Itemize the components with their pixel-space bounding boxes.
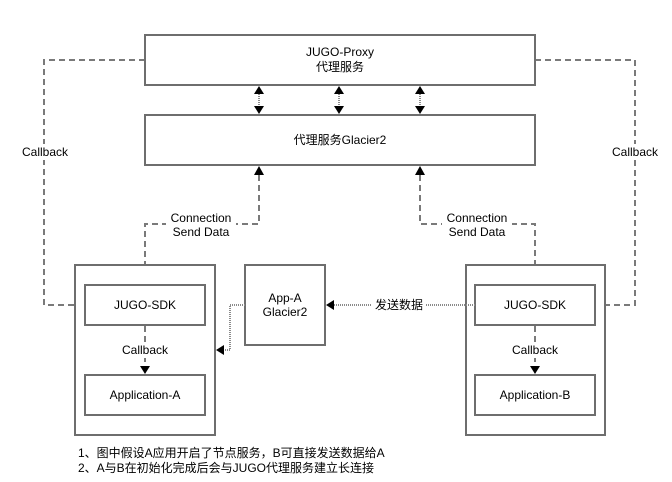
send-data-right-label: Send Data bbox=[449, 225, 506, 239]
arrowhead bbox=[140, 366, 150, 374]
arrowhead bbox=[216, 345, 224, 355]
notes: 1、图中假设A应用开启了节点服务，B可直接发送数据给A 2、A与B在初始化完成后… bbox=[78, 446, 385, 476]
glacier2-proxy-label: 代理服务Glacier2 bbox=[294, 132, 387, 147]
bidirectional-link-3 bbox=[415, 86, 425, 114]
callback-inner-a-label: Callback bbox=[122, 343, 169, 357]
app-b-label: Application-B bbox=[500, 388, 571, 402]
app-a-glacier2-subtitle: Glacier2 bbox=[263, 305, 308, 319]
connection-right-label: Connection bbox=[447, 211, 508, 225]
arrowhead bbox=[415, 166, 425, 175]
callback-inner-b-label: Callback bbox=[512, 343, 559, 357]
glacier2-proxy-box bbox=[144, 114, 536, 166]
sdk-b-label: JUGO-SDK bbox=[504, 298, 566, 312]
glacier2-to-client-a-edge bbox=[224, 304, 245, 351]
callback-left-label: Callback bbox=[22, 145, 69, 159]
jugo-proxy-subtitle: 代理服务 bbox=[316, 59, 364, 74]
note-2: 2、A与B在初始化完成后会与JUGO代理服务建立长连接 bbox=[78, 461, 375, 475]
callback-left-edge bbox=[43, 59, 145, 306]
callback-right-label: Callback bbox=[612, 145, 659, 159]
bidirectional-link-2 bbox=[334, 86, 344, 114]
app-a-glacier2-box bbox=[244, 264, 326, 346]
connection-left-label: Connection bbox=[171, 211, 232, 225]
arrowhead bbox=[254, 166, 264, 175]
sdk-b-box bbox=[474, 284, 596, 326]
callback-right-edge bbox=[535, 59, 636, 306]
arrowhead bbox=[530, 366, 540, 374]
arrowhead bbox=[326, 300, 334, 310]
bidirectional-link-1 bbox=[254, 86, 264, 114]
send-data-label: 发送数据 bbox=[375, 297, 423, 312]
send-data-left-label: Send Data bbox=[173, 225, 230, 239]
app-b-box bbox=[474, 374, 596, 416]
jugo-proxy-box bbox=[144, 34, 536, 86]
note-1: 1、图中假设A应用开启了节点服务，B可直接发送数据给A bbox=[78, 446, 385, 460]
connection-right-edge bbox=[419, 175, 536, 276]
jugo-proxy-title: JUGO-Proxy bbox=[306, 45, 374, 59]
sdk-a-box bbox=[84, 284, 206, 326]
app-a-glacier2-title: App-A bbox=[268, 291, 301, 305]
sdk-a-label: JUGO-SDK bbox=[114, 298, 176, 312]
app-a-label: Application-A bbox=[110, 388, 181, 402]
app-a-box bbox=[84, 374, 206, 416]
